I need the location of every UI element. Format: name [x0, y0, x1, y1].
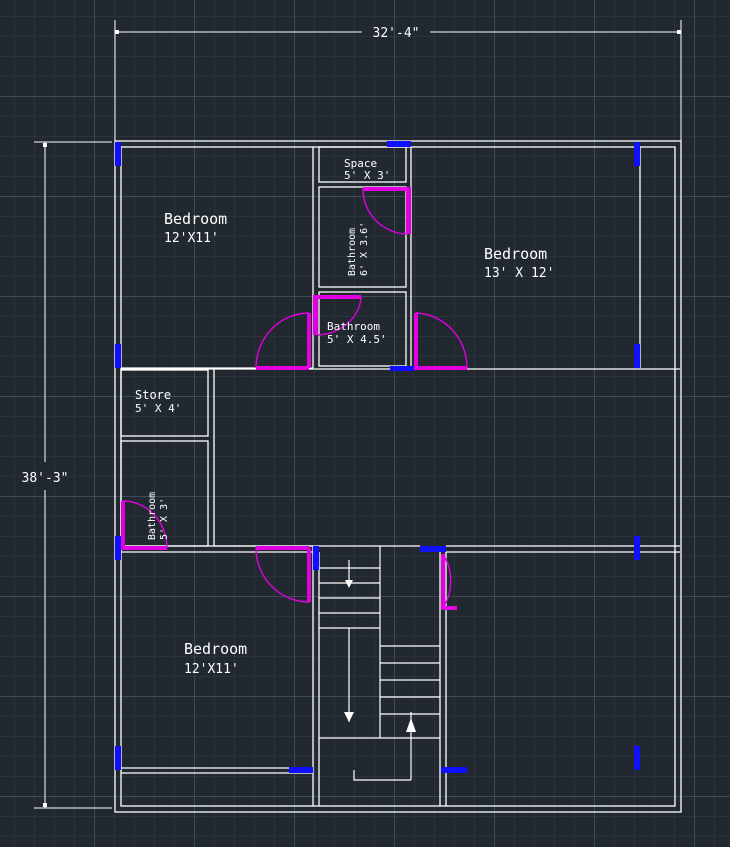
windows	[115, 141, 640, 773]
window	[313, 546, 319, 570]
window	[115, 142, 121, 166]
window	[390, 366, 414, 371]
room-name-bedroom-top-right: Bedroom	[484, 245, 547, 263]
window	[420, 546, 446, 552]
room-name-bedroom-bottom-left: Bedroom	[184, 640, 247, 658]
window	[634, 746, 640, 770]
window	[115, 746, 121, 770]
room-name-store: Store	[135, 388, 171, 402]
doors	[121, 187, 468, 610]
window	[387, 141, 411, 147]
room-name-bathroom-center: Bathroom	[327, 320, 380, 333]
window	[634, 344, 640, 368]
room-size-bedroom-top-left: 12'X11'	[164, 231, 219, 246]
room-name-bathroom-left: Bathroom	[147, 492, 158, 540]
dimension-width	[114, 20, 682, 142]
dimension-height-label: 38'-3"	[22, 471, 69, 486]
window	[115, 344, 121, 368]
room-name-space: Space	[344, 157, 377, 170]
room-name-bathroom-top: Bathroom	[347, 228, 358, 276]
stair-arrows	[344, 580, 416, 732]
window	[115, 536, 121, 560]
room-size-bathroom-center: 5' X 4.5'	[327, 333, 387, 346]
window	[441, 767, 467, 773]
room-size-bathroom-top: 6' X 3.6'	[359, 222, 370, 276]
room-size-bathroom-left: 5' X 3'	[159, 498, 170, 540]
room-size-space: 5' X 3'	[344, 169, 390, 182]
staircase	[319, 546, 440, 781]
room-name-bedroom-top-left: Bedroom	[164, 210, 227, 228]
window	[634, 536, 640, 560]
dimension-height	[34, 141, 112, 809]
room-size-bedroom-bottom-left: 12'X11'	[184, 662, 239, 677]
window	[289, 767, 313, 773]
dimension-width-label: 32'-4"	[373, 26, 420, 41]
window	[634, 142, 640, 166]
room-size-bedroom-top-right: 13' X 12'	[484, 266, 554, 281]
room-size-store: 5' X 4'	[135, 402, 181, 415]
